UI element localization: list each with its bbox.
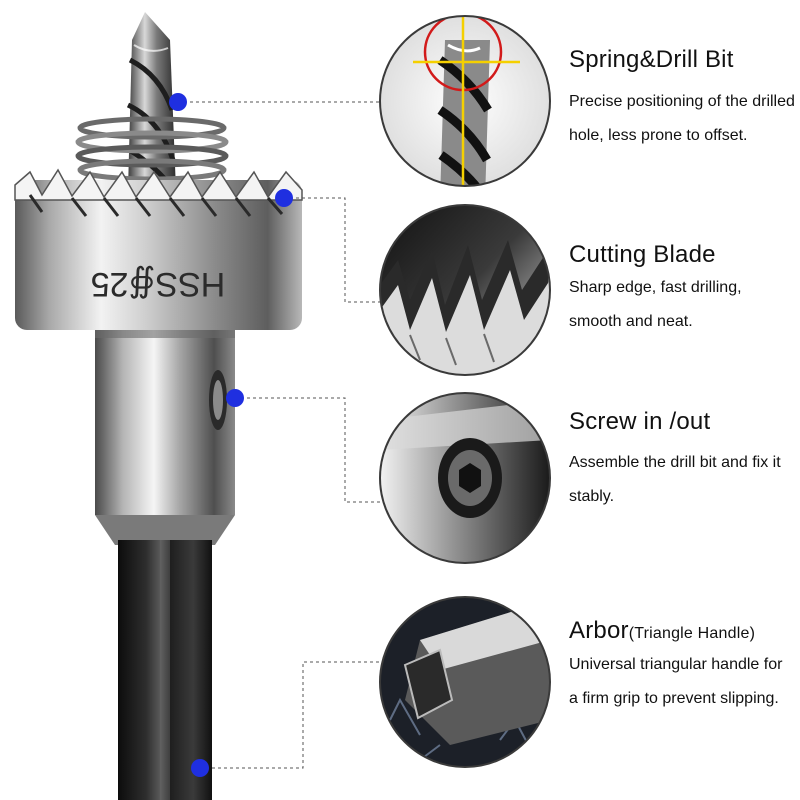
feature-desc-drill-bit: Precise positioning of the drilled hole,…	[569, 93, 795, 144]
cutting-teeth-closeup-icon	[379, 204, 551, 376]
callout-markers	[169, 93, 293, 777]
hex-shank	[118, 540, 212, 800]
feature-desc-screw: Assemble the drill bit and fix it stably…	[569, 454, 781, 505]
hex-screw-closeup-icon	[379, 392, 551, 564]
marker-arbor	[191, 759, 209, 777]
feature-desc-cutting-blade: Sharp edge, fast drilling, smooth and ne…	[569, 279, 742, 330]
drill-bit-closeup-icon	[379, 15, 551, 187]
feature-title-cutting-blade: Cutting Blade	[569, 241, 716, 268]
arbor-body	[95, 330, 235, 545]
marker-screw	[226, 389, 244, 407]
saw-cup: HSS∯25	[14, 168, 303, 330]
feature-title-arbor: Arbor(Triangle Handle)	[569, 617, 756, 644]
callout-lines	[178, 101, 400, 769]
feature-desc-arbor: Universal triangular handle for a firm g…	[569, 656, 783, 707]
feature-title-drill-bit: Spring&Drill Bit	[569, 46, 734, 73]
marker-drill-bit	[169, 93, 187, 111]
triangle-shank-closeup-icon	[379, 596, 551, 768]
feature-title-screw: Screw in /out	[569, 408, 711, 435]
engraving: HSS∯25	[91, 265, 226, 303]
marker-cutting-blade	[275, 189, 293, 207]
